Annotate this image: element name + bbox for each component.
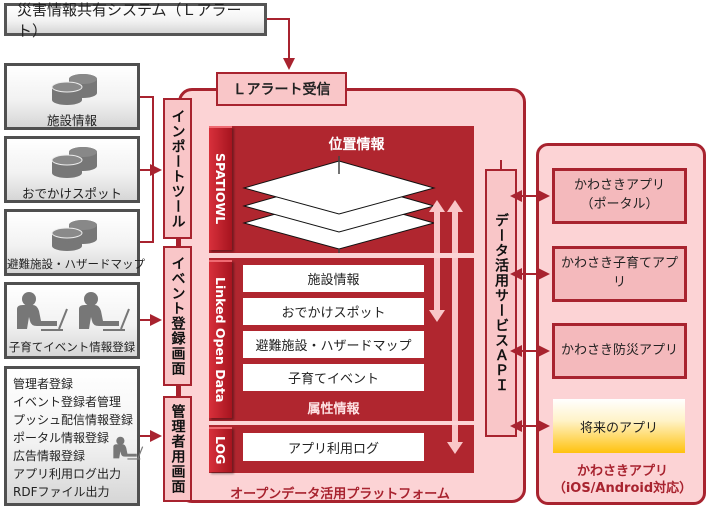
source-db-label: おでかけスポット: [21, 186, 122, 201]
lod-item: おでかけスポット: [243, 298, 424, 325]
connector-db-bracket: [140, 96, 154, 243]
lalert-receive-label: Ｌアラート受信: [232, 82, 331, 98]
import-tool-label: インポートツール: [169, 108, 186, 229]
event-registration-label: 子育てイベント情報登録: [8, 340, 136, 354]
lod-caption: 属性情報: [307, 402, 360, 417]
app-label: かわさき防災アプリ: [560, 342, 678, 358]
source-db-spots: おでかけスポット: [4, 136, 140, 203]
admin-item: 管理者登録: [13, 377, 74, 391]
connector-lalert: [267, 18, 295, 70]
person-at-computer-icon: [75, 291, 133, 335]
apps-caption-line1: かわさきアプリ: [576, 464, 668, 479]
api-box: データ活用サービスＡＰＩ: [485, 169, 517, 437]
admin-item: プッシュ配信情報登録: [13, 413, 134, 427]
admin-screen-label: 管理者用画面: [169, 404, 186, 494]
database-icon: [47, 145, 103, 179]
platform-title: オープンデータ活用プラットフォーム: [230, 487, 450, 502]
lod-item: 施設情報: [243, 265, 424, 292]
app-future: 将来のアプリ: [553, 399, 685, 453]
lalert-receive-box: Ｌアラート受信: [216, 72, 347, 106]
apps-caption: かわさきアプリ （iOS/Android対応）: [540, 463, 705, 497]
app-label: （ポータル）: [580, 197, 659, 212]
event-screen-label: イベント登録画面: [169, 256, 186, 376]
database-icon: [47, 72, 103, 106]
lod-panel: 施設情報 おでかけスポット 避難施設・ハザードマップ 子育てイベント 属性情報: [209, 258, 474, 421]
lod-tab-label: Linked Open Data: [213, 277, 228, 403]
database-icon: [47, 218, 103, 252]
event-screen-box: イベント登録画面: [163, 246, 192, 386]
lalert-system-label: 災害情報共有システム（Ｌアラート）: [17, 0, 242, 40]
apps-caption-line2: （iOS/Android対応）: [552, 481, 693, 496]
app-label: 将来のアプリ: [579, 420, 658, 436]
admin-item: アプリ利用ログ出力: [13, 467, 122, 481]
person-at-computer-icon: [13, 291, 71, 335]
log-tab-label: LOG: [213, 436, 228, 465]
source-db-facility: 施設情報: [4, 63, 140, 130]
event-registration-box: 子育てイベント情報登録: [4, 282, 140, 359]
admin-screen-box: 管理者用画面: [163, 396, 192, 502]
admin-functions-box: 管理者登録 イベント登録者管理 プッシュ配信情報登録 ポータル情報登録 広告情報…: [4, 366, 144, 506]
app-label: かわさきアプリ: [573, 178, 665, 194]
api-label: データ活用サービスＡＰＩ: [493, 213, 509, 393]
lod-item: 子育てイベント: [243, 364, 424, 391]
stacked-layers-icon: [239, 156, 439, 253]
person-at-computer-icon: [111, 435, 145, 463]
admin-item: 広告情報登録: [13, 449, 86, 463]
app-kawasaki-childcare: かわさき子育てアプリ: [552, 246, 687, 302]
lod-item: 避難施設・ハザードマップ: [243, 331, 424, 358]
log-tab: LOG: [209, 427, 232, 472]
app-kawasaki-portal: かわさきアプリ （ポータル）: [552, 168, 687, 224]
source-db-label: 避難施設・ハザードマップ: [7, 257, 145, 271]
admin-item: イベント登録者管理: [13, 395, 122, 409]
import-tool-box: インポートツール: [163, 98, 192, 239]
spatiowl-tab: SPATIOWL: [209, 126, 232, 250]
admin-item: RDFファイル出力: [13, 485, 110, 499]
source-db-label: 施設情報: [46, 113, 97, 128]
log-item: アプリ利用ログ: [243, 433, 424, 461]
admin-item: ポータル情報登録: [13, 431, 110, 445]
spatiowl-title: 位置情報: [328, 137, 385, 153]
spatiowl-tab-label: SPATIOWL: [213, 153, 228, 225]
app-kawasaki-disaster: かわさき防災アプリ: [552, 323, 687, 379]
source-db-evacuation: 避難施設・ハザードマップ: [4, 209, 145, 276]
lalert-system-box: 災害情報共有システム（Ｌアラート）: [4, 1, 267, 40]
app-label: かわさき子育てアプリ: [560, 256, 678, 290]
lod-tab: Linked Open Data: [209, 260, 232, 418]
log-panel: アプリ利用ログ: [209, 425, 474, 473]
spatiowl-panel: 位置情報: [209, 126, 474, 253]
